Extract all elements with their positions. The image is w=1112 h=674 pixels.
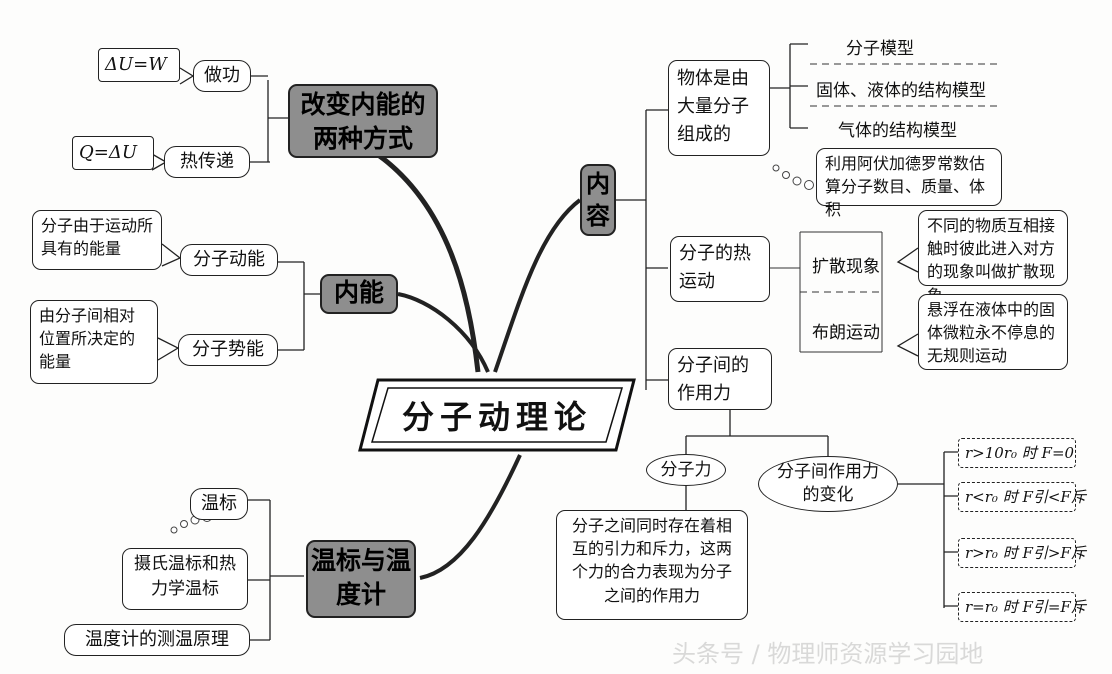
model-solid-liquid: 固体、液体的结构模型 xyxy=(816,81,986,101)
formula-heat: Q=ΔU xyxy=(72,136,154,170)
label-brownian: 布朗运动 xyxy=(812,323,880,343)
node-thermal-motion: 分子的热运动 xyxy=(670,236,770,302)
node-temperature-scale: 温标 xyxy=(190,488,248,520)
model-molecule: 分子模型 xyxy=(846,39,914,59)
node-heat-transfer: 热传递 xyxy=(164,146,250,178)
desc-diffusion: 不同的物质互相接触时彼此进入对方的现象叫做扩散现象 xyxy=(918,210,1068,305)
case-far: r>10r₀ 时 F=0 xyxy=(958,438,1076,468)
desc-kinetic: 分子由于运动所具有的能量 xyxy=(32,210,162,270)
node-scale-kinds: 摄氏温标和热力学温标 xyxy=(122,548,248,610)
node-molecular-force: 分子力 xyxy=(646,454,726,486)
center-frame xyxy=(358,378,636,452)
desc-potential: 由分子间相对位置所决定的能量 xyxy=(30,300,158,384)
center-node: 分子动理论 xyxy=(358,376,636,454)
desc-brownian: 悬浮在液体中的固体微粒永不停息的无规则运动 xyxy=(918,294,1068,370)
branch-content: 内容 xyxy=(580,164,616,236)
model-gas: 气体的结构模型 xyxy=(838,121,957,141)
branch-internal-energy: 内能 xyxy=(320,274,398,314)
center-title: 分子动理论 xyxy=(401,398,592,436)
case-greater: r>r₀ 时 F引>F斥 xyxy=(958,538,1086,568)
branch-change-energy: 改变内能的两种方式 xyxy=(288,84,438,158)
node-molecular-potential: 分子势能 xyxy=(178,334,278,366)
label-diffusion: 扩散现象 xyxy=(812,257,880,277)
node-molecular-kinetic: 分子动能 xyxy=(180,244,278,276)
desc-molecular-force: 分子之间同时存在着相互的引力和斥力，这两个力的合力表现为分子之间的作用力 xyxy=(556,510,748,620)
case-less: r<r₀ 时 F引<F斥 xyxy=(958,482,1086,512)
node-interaction: 分子间的作用力 xyxy=(668,348,772,410)
node-thermometer-principle: 温度计的测温原理 xyxy=(64,624,250,656)
node-composition: 物体是由大量分子组成的 xyxy=(668,60,770,156)
case-equal: r=r₀ 时 F引=F斥 xyxy=(958,592,1086,622)
watermark: 头条号 / 物理师资源学习园地 xyxy=(672,640,984,668)
node-force-variation: 分子间作用力的变化 xyxy=(758,456,898,512)
node-avogadro: 利用阿伏加德罗常数估算分子数目、质量、体积 xyxy=(816,148,1002,219)
formula-work: ΔU=W xyxy=(98,48,180,82)
node-work: 做功 xyxy=(193,60,251,92)
branch-temperature: 温标与温度计 xyxy=(306,540,416,618)
